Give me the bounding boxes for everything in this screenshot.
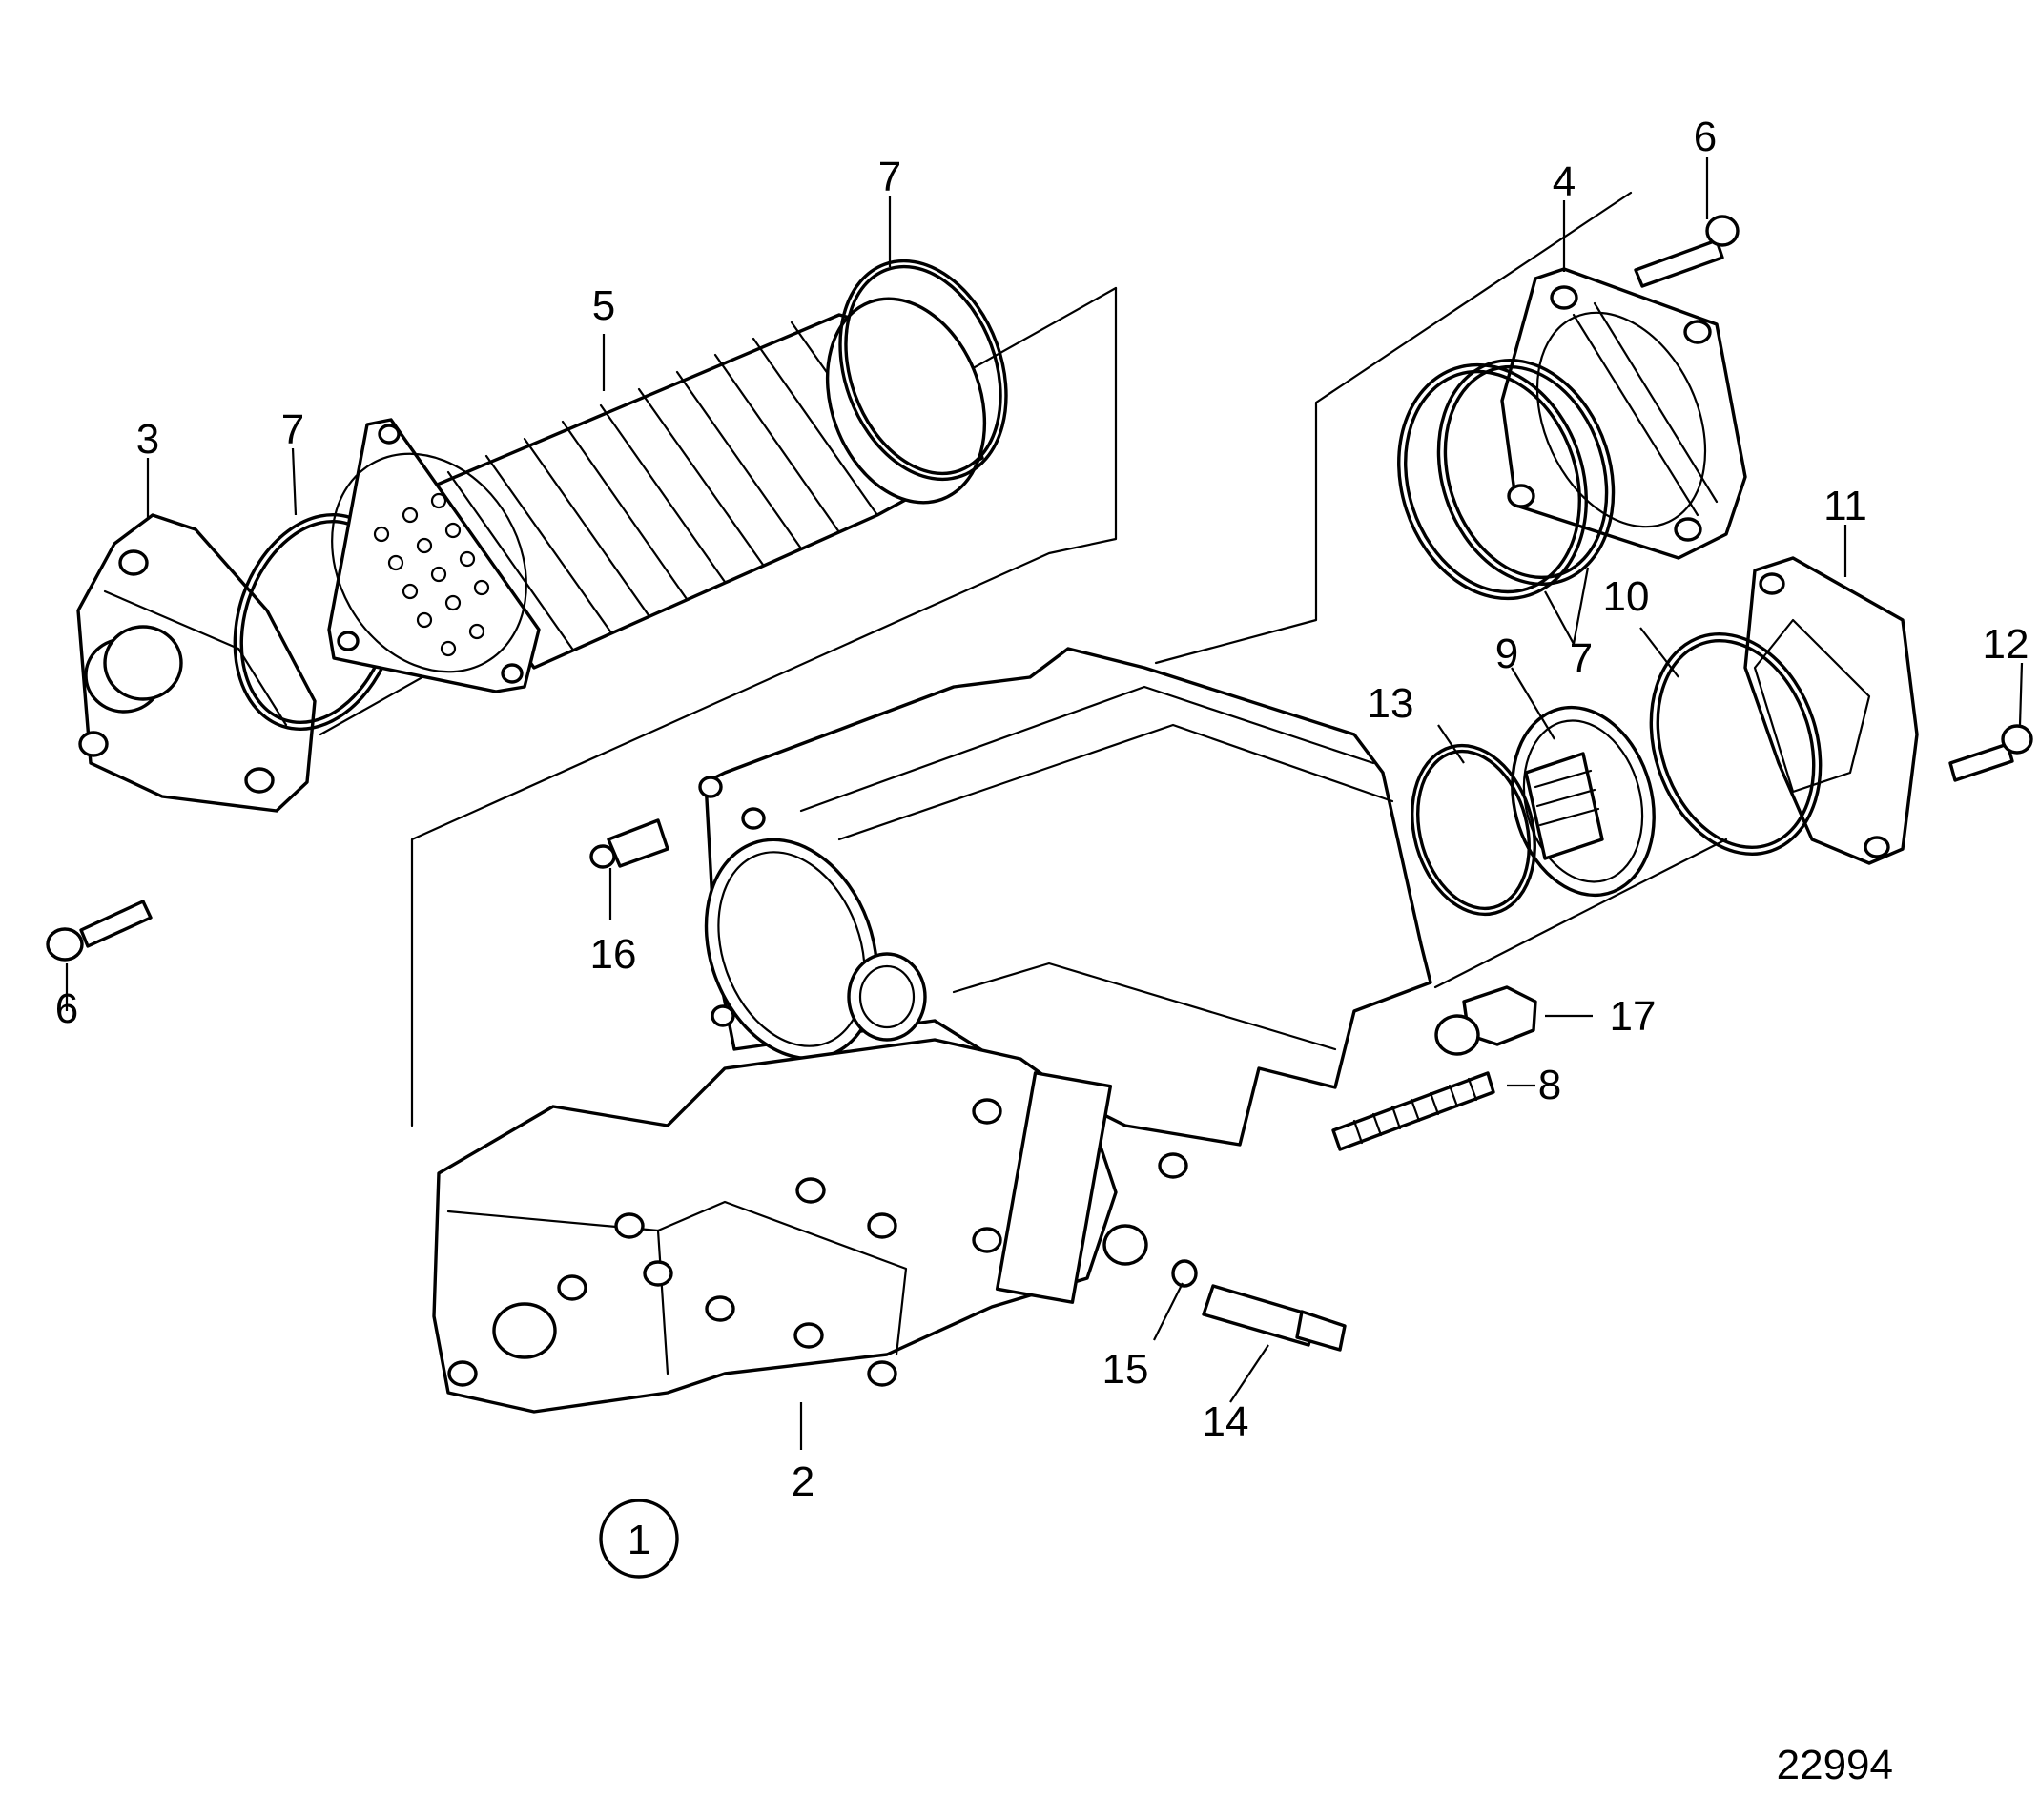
callout-7-left: 7	[281, 406, 304, 453]
thermostat-part-9[interactable]	[1493, 692, 1675, 911]
tube-bundle-part-5[interactable]	[294, 277, 1012, 707]
group-marker: 1	[599, 1499, 679, 1579]
callout-10: 10	[1603, 573, 1650, 620]
callout-13: 13	[1368, 680, 1414, 727]
callout-6-right: 6	[1694, 114, 1717, 160]
drawing-number: 22994	[1777, 1742, 1893, 1789]
callout-14: 14	[1203, 1398, 1249, 1445]
group-marker-label: 1	[628, 1517, 650, 1563]
callout-11: 11	[1823, 483, 1867, 529]
callout-4: 4	[1553, 158, 1576, 205]
screw-part-6-left[interactable]	[46, 900, 153, 962]
callout-12: 12	[1983, 621, 2029, 668]
washer-part-15[interactable]	[1171, 1259, 1198, 1288]
callout-7-top: 7	[878, 154, 901, 200]
callout-7-right: 7	[1570, 635, 1593, 682]
assembly-outline-right	[1154, 191, 1728, 989]
sensor-part-14[interactable]	[1202, 1284, 1347, 1352]
nipple-part-16[interactable]	[589, 818, 669, 869]
callout-6-left: 6	[55, 985, 78, 1032]
screw-part-12[interactable]	[1948, 724, 2033, 782]
cooler-cover-part-3[interactable]	[76, 513, 317, 813]
stud-part-8[interactable]	[1331, 1071, 1495, 1151]
callout-5: 5	[592, 282, 615, 329]
leader-lines	[65, 157, 2024, 1450]
o-ring-pair-part-7-right[interactable]	[1370, 338, 1641, 624]
housing-cover-part-11[interactable]	[1743, 556, 1919, 865]
callout-2: 2	[792, 1458, 814, 1505]
callout-3: 3	[136, 416, 159, 463]
lower-manifold-part-2[interactable]	[432, 1038, 1188, 1414]
o-ring-part-7-top[interactable]	[812, 238, 1036, 503]
callout-8: 8	[1538, 1062, 1561, 1108]
o-ring-part-10[interactable]	[1624, 612, 1848, 877]
callout-17: 17	[1610, 993, 1657, 1040]
o-ring-part-13[interactable]	[1394, 732, 1553, 928]
plug-part-17[interactable]	[1434, 985, 1537, 1056]
main-housing-upper[interactable]	[677, 647, 1432, 1147]
callout-16: 16	[590, 931, 637, 978]
screw-part-6-right[interactable]	[1634, 215, 1740, 288]
thermostat-cover-part-4[interactable]	[1500, 267, 1747, 560]
callout-9: 9	[1495, 631, 1518, 677]
callout-labels: 3 7 5 7 4 6 6 7 11 10 9 13 12 17 8 15 14…	[55, 114, 2029, 1505]
tube-sheet-holes	[373, 492, 490, 657]
callout-15: 15	[1102, 1346, 1149, 1393]
